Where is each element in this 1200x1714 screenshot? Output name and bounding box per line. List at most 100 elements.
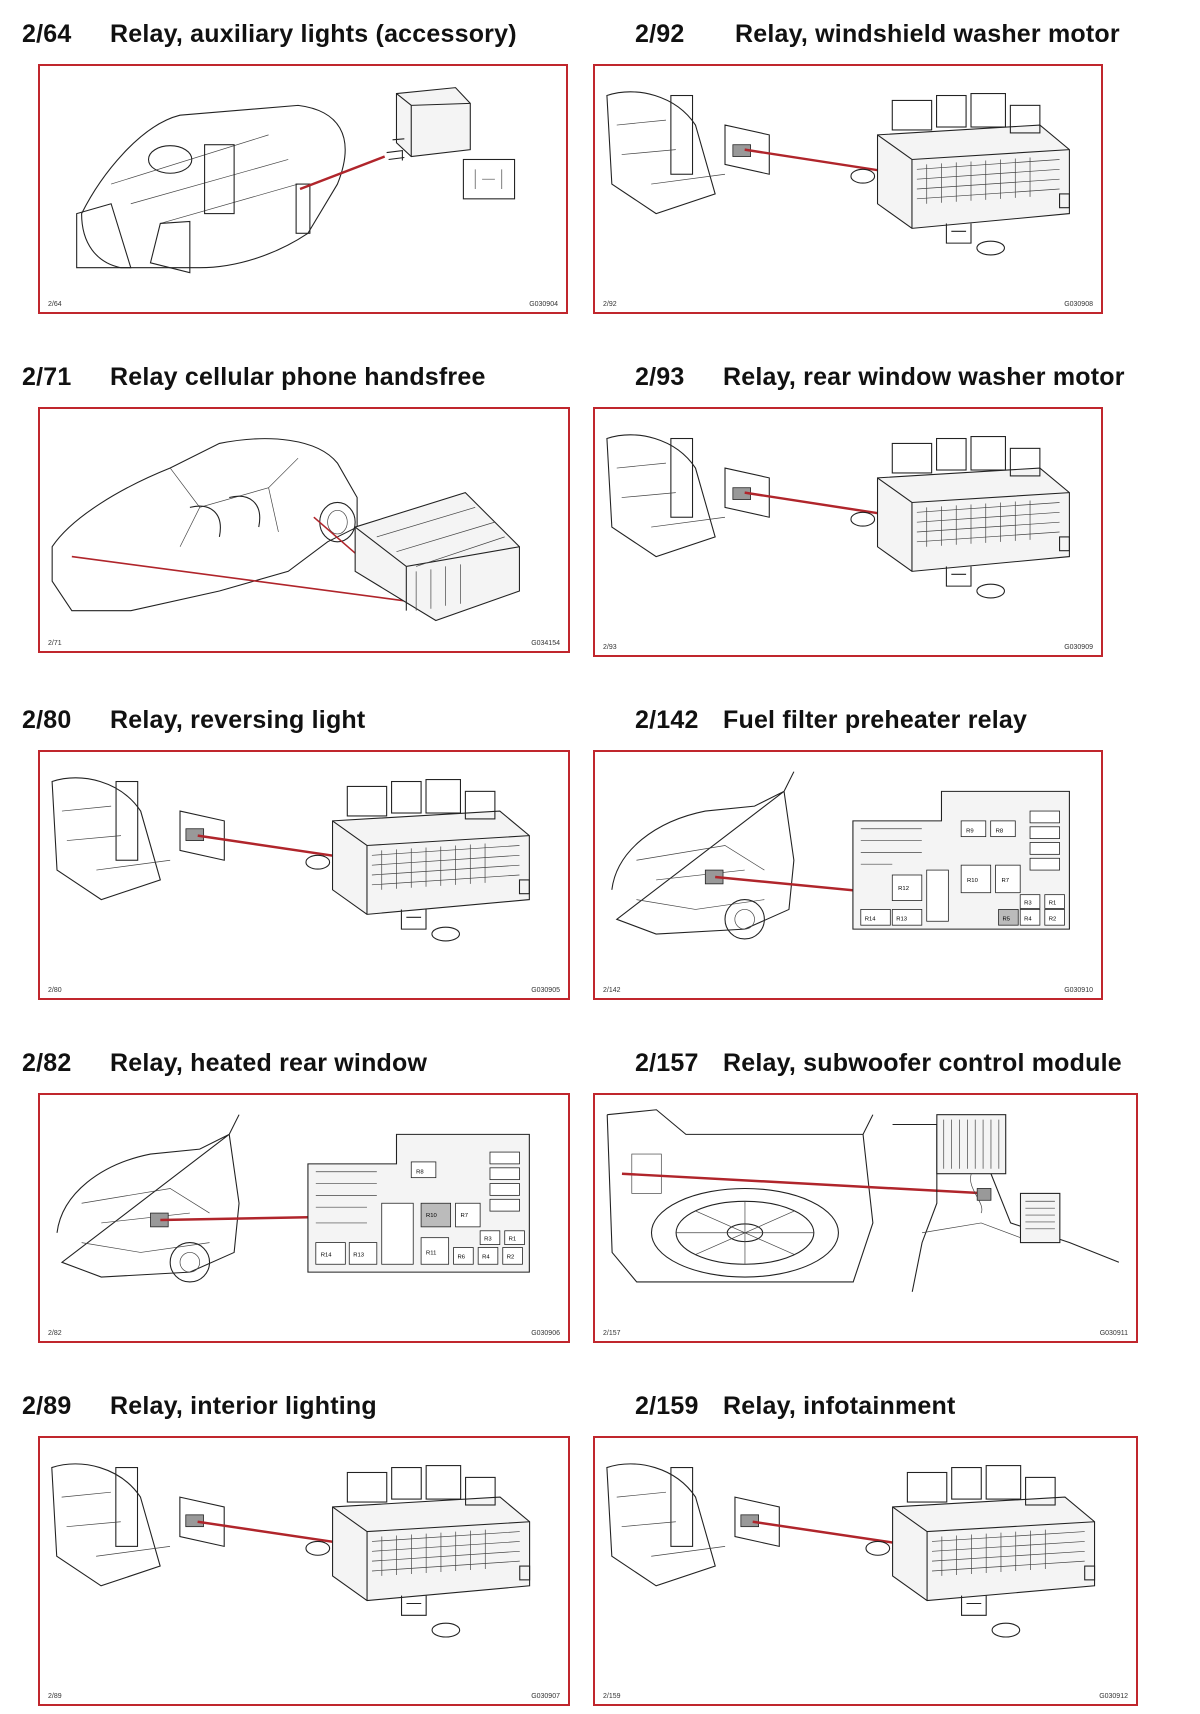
grid-label: R3	[484, 1237, 492, 1243]
entry-2-92: 2/92 Relay, windshield washer motor	[593, 14, 1175, 314]
figure-id: G030910	[1064, 987, 1093, 994]
entry-figure: 2/71 G034154	[38, 407, 570, 653]
entry-title: Relay, heated rear window	[110, 1048, 428, 1077]
entry-2-80: 2/80 Relay, reversing light	[22, 700, 570, 1000]
grid-label: R2	[507, 1254, 515, 1260]
grid-label: R11	[426, 1250, 436, 1256]
cabin-fuse-box-illustration	[606, 91, 1070, 256]
entry-code: 2/142	[635, 705, 699, 734]
figure-ref: 2/157	[603, 1330, 621, 1337]
figure-ref: 2/142	[603, 987, 621, 994]
grid-label: R7	[460, 1213, 468, 1219]
grid-label: R10	[426, 1213, 438, 1219]
entry-heading: 2/89 Relay, interior lighting	[22, 1386, 562, 1426]
entry-heading: 2/157 Relay, subwoofer control module	[635, 1043, 1175, 1083]
grid-label: R3	[1024, 901, 1032, 907]
entry-code: 2/80	[22, 705, 72, 734]
grid-label: R2	[1049, 916, 1057, 922]
entry-heading: 2/142 Fuel filter preheater relay	[635, 700, 1175, 740]
engine-relay-grid-illustration: R9 R8 R12 R10 R7 R3 R1 R14 R13 R5 R4 R2	[611, 771, 1070, 940]
grid-label: R1	[1049, 901, 1057, 907]
cabin-fuse-box-illustration	[606, 434, 1070, 599]
entry-2-82: 2/82 Relay, heated rear window	[22, 1043, 570, 1343]
entry-title: Relay, rear window washer motor	[723, 362, 1125, 391]
figure-ref: 2/71	[48, 640, 62, 647]
figure-id: G030911	[1099, 1330, 1128, 1337]
figure-id: G030909	[1064, 644, 1093, 651]
cabin-fuse-box-illustration	[606, 1463, 1096, 1638]
figure-ref: 2/89	[48, 1693, 62, 1700]
entry-code: 2/93	[635, 362, 685, 391]
entry-code: 2/82	[22, 1048, 72, 1077]
entry-heading: 2/64 Relay, auxiliary lights (accessory)	[22, 14, 562, 54]
entry-heading: 2/80 Relay, reversing light	[22, 700, 562, 740]
entry-code: 2/64	[22, 19, 72, 48]
grid-label: R8	[996, 829, 1004, 835]
entry-heading: 2/82 Relay, heated rear window	[22, 1043, 562, 1083]
figure-id: G030908	[1064, 301, 1093, 308]
entry-figure: 2/159 G030912	[593, 1436, 1138, 1706]
grid-label: R13	[353, 1252, 365, 1258]
entry-2-93: 2/93 Relay, rear window washer motor	[593, 357, 1175, 657]
entry-title: Fuel filter preheater relay	[723, 705, 1028, 734]
grid-label: R8	[416, 1170, 424, 1176]
engine-relay-grid-illustration: R8 R10 R7 R3 R1 R14 R13 R11 R6 R4 R2	[56, 1114, 530, 1283]
entry-figure: 2/89 G030907	[38, 1436, 570, 1706]
figure-ref: 2/159	[603, 1693, 621, 1700]
entry-title: Relay, interior lighting	[110, 1391, 377, 1420]
figure-ref: 2/82	[48, 1330, 62, 1337]
entry-figure: R9 R8 R12 R10 R7 R3 R1 R14 R13 R5 R4 R2 …	[593, 750, 1103, 1000]
entry-figure: R8 R10 R7 R3 R1 R14 R13 R11 R6 R4 R2 2/8…	[38, 1093, 570, 1343]
entry-2-64: 2/64 Relay, auxiliary lights (accessory)…	[22, 14, 568, 314]
car-phone-connector-illustration	[51, 438, 520, 622]
figure-id: G034154	[531, 640, 560, 647]
entry-2-89: 2/89 Relay, interior lighting	[22, 1386, 570, 1706]
grid-label: R10	[967, 878, 979, 884]
entry-title: Relay, auxiliary lights (accessory)	[110, 19, 517, 48]
entry-heading: 2/92 Relay, windshield washer motor	[635, 14, 1175, 54]
entry-code: 2/159	[635, 1391, 699, 1420]
relay-grid: R9 R8 R12 R10 R7 R3 R1 R14 R13 R5 R4 R2	[860, 810, 1065, 926]
entry-title: Relay cellular phone handsfree	[110, 362, 486, 391]
entry-2-157: 2/157 Relay, subwoofer control module	[593, 1043, 1175, 1343]
grid-label: R6	[458, 1254, 466, 1260]
grid-label: R4	[1024, 916, 1032, 922]
figure-ref: 2/93	[603, 644, 617, 651]
entry-figure: 2/93 G030909	[593, 407, 1103, 657]
entry-code: 2/157	[635, 1048, 699, 1077]
grid-label: R7	[1002, 878, 1010, 884]
figure-id: G030907	[531, 1693, 560, 1700]
entry-title: Relay, windshield washer motor	[735, 19, 1120, 48]
entry-code: 2/71	[22, 362, 72, 391]
entry-2-142: 2/142 Fuel filter preheater relay	[593, 700, 1175, 1000]
trunk-subwoofer-illustration	[606, 1109, 1120, 1292]
entry-title: Relay, subwoofer control module	[723, 1048, 1122, 1077]
entry-heading: 2/93 Relay, rear window washer motor	[635, 357, 1175, 397]
grid-label: R14	[865, 916, 877, 922]
figure-ref: 2/92	[603, 301, 617, 308]
figure-id: G030904	[529, 301, 558, 308]
entry-2-159: 2/159 Relay, infotainment	[593, 1386, 1175, 1706]
entry-figure: 2/157 G030911	[593, 1093, 1138, 1343]
entry-code: 2/89	[22, 1391, 72, 1420]
cabin-fuse-box-illustration	[51, 777, 530, 942]
grid-label: R4	[482, 1254, 490, 1260]
entry-code: 2/92	[635, 19, 685, 48]
cabin-fuse-box-illustration	[51, 1463, 531, 1638]
grid-label: R13	[896, 916, 908, 922]
figure-ref: 2/64	[48, 301, 62, 308]
entry-2-71: 2/71 Relay cellular phone handsfree 2/71…	[22, 357, 570, 653]
grid-label: R5	[1002, 916, 1010, 922]
figure-id: G030905	[531, 987, 560, 994]
grid-label: R1	[509, 1237, 517, 1243]
grid-label: R9	[966, 829, 974, 835]
entry-title: Relay, reversing light	[110, 705, 366, 734]
entry-heading: 2/159 Relay, infotainment	[635, 1386, 1175, 1426]
figure-id: G030912	[1099, 1693, 1128, 1700]
entry-figure: 2/92 G030908	[593, 64, 1103, 314]
entry-figure: 2/80 G030905	[38, 750, 570, 1000]
entry-title: Relay, infotainment	[723, 1391, 956, 1420]
entry-figure: 2/64 G030904	[38, 64, 568, 314]
grid-label: R14	[321, 1252, 333, 1258]
